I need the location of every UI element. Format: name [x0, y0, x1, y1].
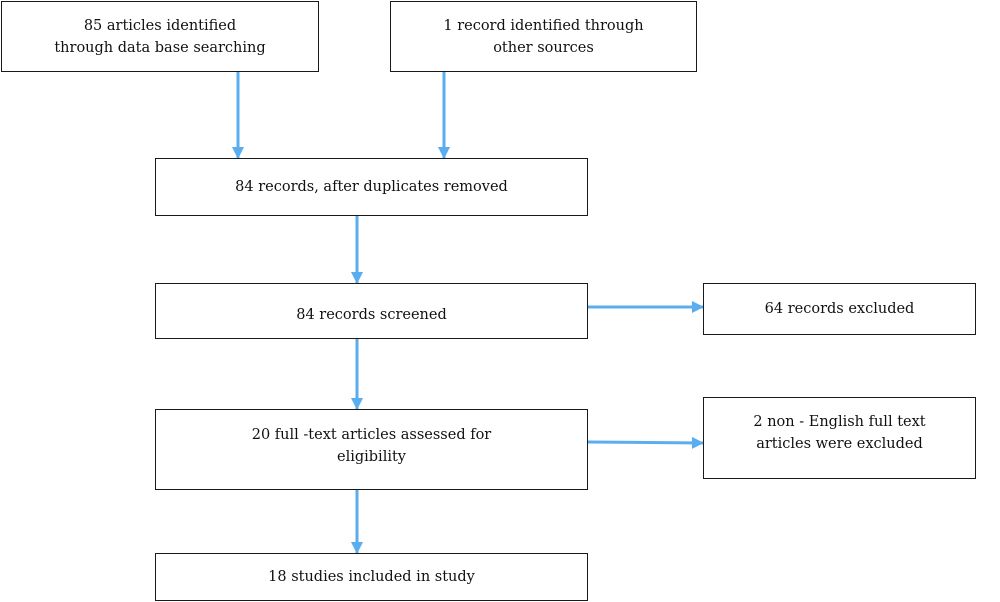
box-excluded-label: 64 records excluded	[764, 301, 915, 317]
box-excluded: 64 records excluded	[703, 283, 976, 335]
box-fulltext-assessed: 20 full -text articles assessed for elig…	[155, 409, 588, 490]
box-identified-other-line2: other sources	[493, 39, 594, 56]
box-after-duplicates-label: 84 records, after duplicates removed	[235, 179, 508, 195]
box-nonenglish-excluded: 2 non - English full text articles were …	[703, 397, 976, 479]
box-screened-label: 84 records screened	[296, 307, 447, 323]
box-fulltext-assessed-line1: 20 full -text articles assessed for	[251, 426, 492, 443]
arrow-fulltext-to-nonenglish	[587, 436, 704, 449]
box-nonenglish-excluded-line1: 2 non - English full text	[753, 414, 926, 430]
box-identified-database-line2: through data base searching	[54, 39, 266, 56]
box-fulltext-assessed-line2: eligibility	[337, 448, 406, 465]
box-after-duplicates: 84 records, after duplicates removed	[155, 158, 588, 216]
box-identified-database: 85 articles identified through data base…	[1, 1, 319, 72]
box-identified-database-line1: 85 articles identified	[83, 17, 237, 34]
box-included: 18 studies included in study	[155, 553, 588, 601]
box-identified-other-line1: 1 record identified through	[443, 17, 644, 34]
box-included-label: 18 studies included in study	[268, 569, 475, 585]
box-identified-other: 1 record identified through other source…	[390, 1, 697, 72]
box-screened: 84 records screened	[155, 283, 588, 339]
box-nonenglish-excluded-line2: articles were excluded	[756, 436, 923, 452]
